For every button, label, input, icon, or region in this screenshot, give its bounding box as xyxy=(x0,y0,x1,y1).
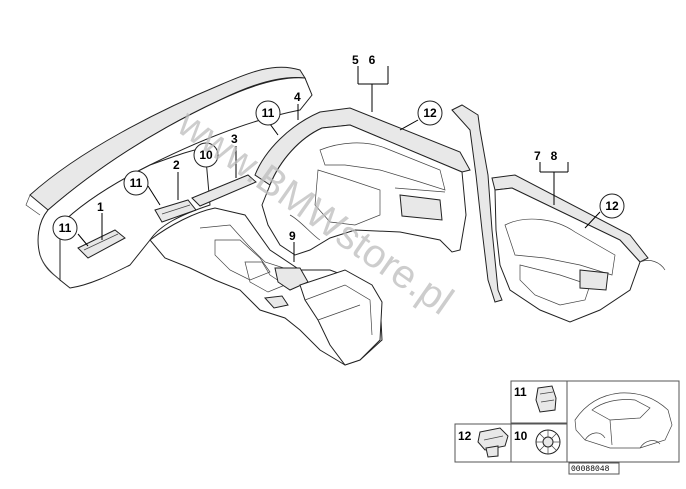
clip-12-icon xyxy=(477,427,509,458)
callout-1: 1 xyxy=(97,200,104,214)
circled-callouts: 11 11 10 11 12 12 xyxy=(52,100,625,241)
callout-9: 9 xyxy=(289,229,296,243)
rear-door xyxy=(491,174,666,323)
center-console xyxy=(149,207,383,366)
circled-callout-10: 10 xyxy=(199,148,213,162)
grommet-10-icon xyxy=(535,429,561,455)
trim-strip-3 xyxy=(191,174,257,207)
callout-labels: 1 2 3 4 5 6 7 8 9 xyxy=(97,53,558,243)
circled-callout-11-c: 11 xyxy=(262,106,275,120)
callout-4: 4 xyxy=(294,90,301,104)
legend-number-10: 10 xyxy=(514,429,528,443)
legend-inset: 11 12 10 xyxy=(454,380,680,475)
callout-7-8: 7 8 xyxy=(534,149,558,163)
trim-strip-1 xyxy=(77,229,126,259)
circled-callout-12-a: 12 xyxy=(423,106,437,120)
circled-callout-12-b: 12 xyxy=(605,199,619,213)
clip-11-icon xyxy=(535,385,557,413)
circled-callout-11-a: 11 xyxy=(59,221,72,235)
document-number: 00088048 xyxy=(571,465,610,474)
callout-2: 2 xyxy=(173,158,180,172)
callout-3: 3 xyxy=(231,132,238,146)
car-thumbnail-icon xyxy=(574,392,673,449)
leader-lines xyxy=(77,66,601,262)
legend-number-11: 11 xyxy=(514,385,527,399)
front-door xyxy=(254,104,503,303)
trim-strip-2 xyxy=(154,199,197,223)
callout-5-6: 5 6 xyxy=(352,53,376,67)
legend-number-12: 12 xyxy=(458,429,472,443)
circled-callout-11-b: 11 xyxy=(130,176,143,190)
